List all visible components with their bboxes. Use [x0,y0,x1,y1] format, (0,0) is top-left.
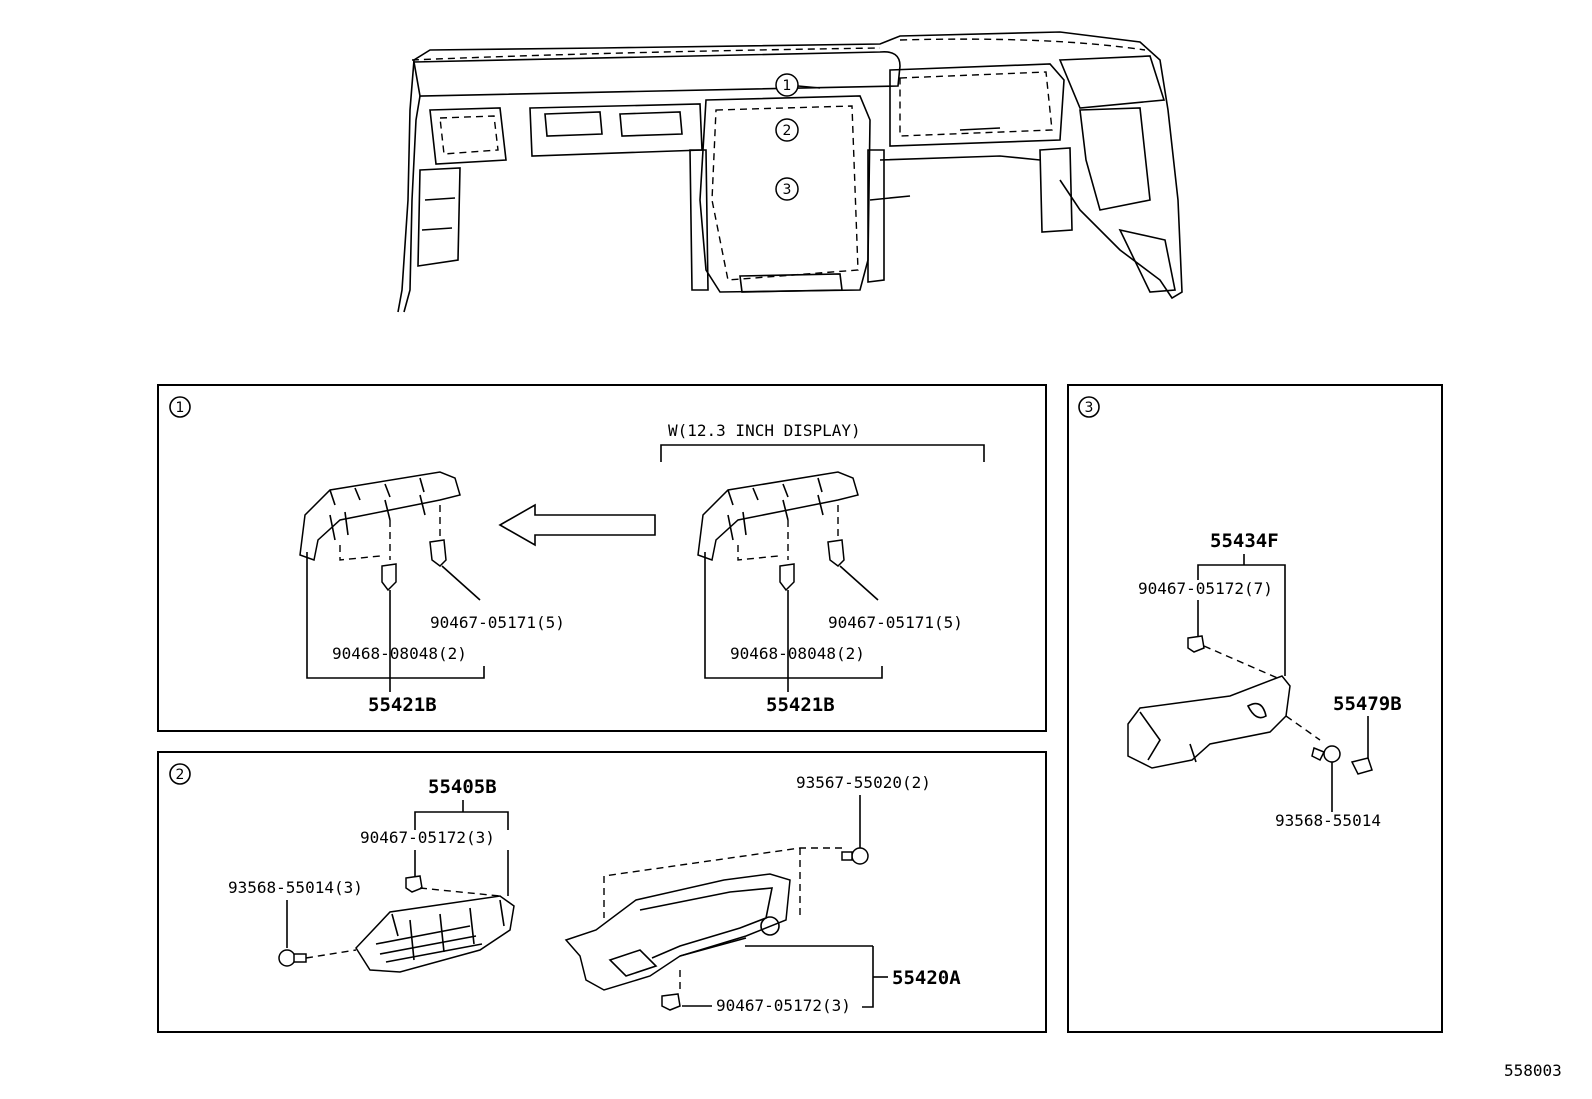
panel-1: 1 W(12.3 INCH DISPLAY) 90467-05171(5) 90… [157,384,1047,732]
diagram-id: 558003 [1504,1061,1562,1080]
assembly-right: 55421B [766,694,835,716]
panel-2-badge: 2 [176,767,185,783]
display-bezel [564,873,791,991]
callout-circle-3 [775,177,799,201]
clip-a-right: 90467-05171(5) [828,613,963,632]
panel-3-frame [1067,384,1443,1033]
vent-register [355,895,515,973]
variant-label: W(12.3 INCH DISPLAY) [668,421,861,440]
assembly-left: 55421B [368,694,437,716]
screw-93568-left: 93568-55014(3) [228,878,363,897]
clip-a-left: 90467-05171(5) [430,613,565,632]
callout-2: 2 [783,123,792,139]
clip-b-right: 90468-08048(2) [730,644,865,663]
panel-1-frame [157,384,1047,732]
instrument-panel-overview: 1 2 3 [397,31,1183,313]
screw-93568-right: 93568-55014 [1275,811,1381,830]
clip-55434f: 90467-05172(7) [1138,579,1273,598]
assembly-55420a: 55420A [892,967,961,989]
garnish-left [299,471,481,678]
replacement-arrow [498,503,656,547]
assembly-55405b: 55405B [428,776,497,798]
callout-3: 3 [783,182,792,198]
garnish-right [697,471,879,678]
panel-3: 3 55434F 90467-05172(7) 55479B 93568-550… [1067,384,1443,1033]
clip-b-left: 90468-08048(2) [332,644,467,663]
panel-1-badge: 1 [176,400,185,416]
callout-circle-2 [775,118,799,142]
callout-circle-1 [775,73,799,97]
clip-55420a: 90467-05172(3) [716,996,851,1015]
console-side-trim [1127,675,1291,769]
panel-2: 2 55405B 90467-05172(3) 93568-55014(3) 9… [157,751,1047,1033]
clip-55405b: 90467-05172(3) [360,828,495,847]
panel-3-badge: 3 [1085,400,1094,416]
assembly-55434f: 55434F [1210,530,1279,552]
panel-2-frame [157,751,1047,1033]
screw-93567: 93567-55020(2) [796,773,931,792]
part-55479b: 55479B [1333,693,1402,715]
callout-1: 1 [783,78,792,94]
